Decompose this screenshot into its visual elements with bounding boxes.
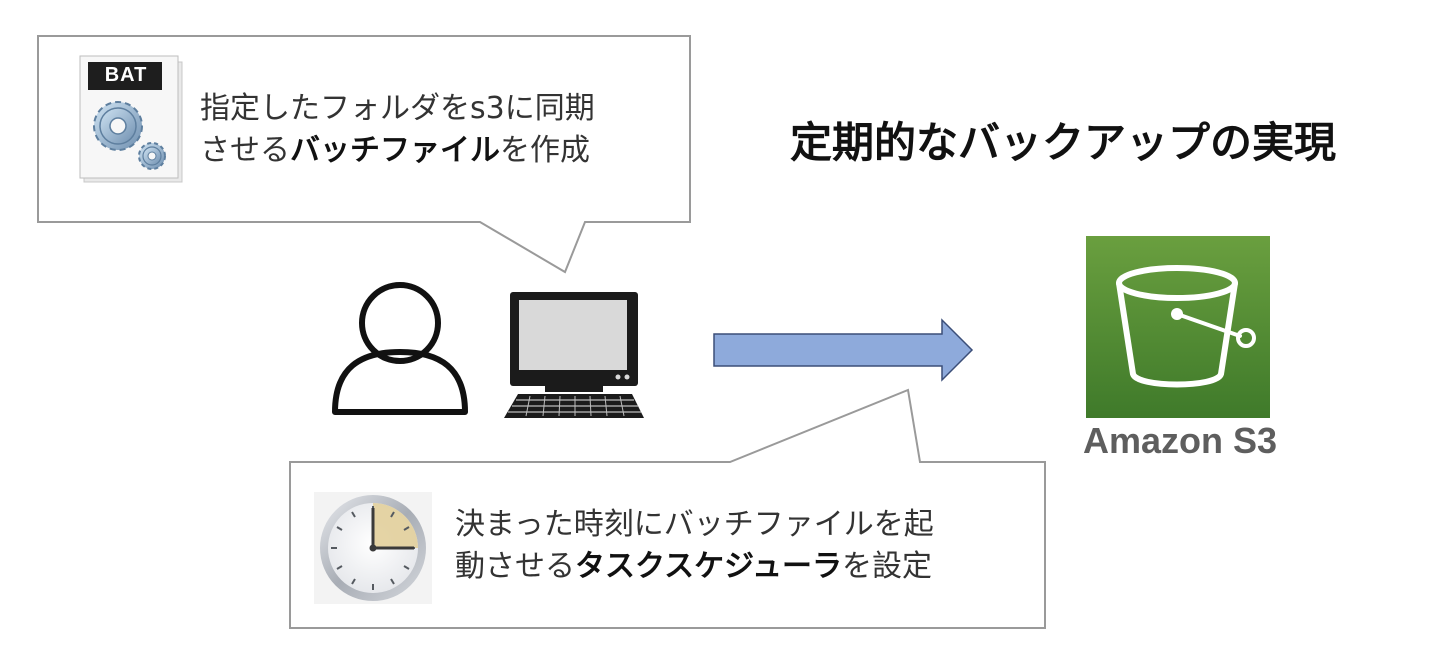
user-icon (332, 282, 468, 415)
top-callout-line1: 指定したフォルダをs3に同期 (200, 91, 595, 126)
s3-label: Amazon S3 (1082, 420, 1278, 461)
clock-icon (314, 492, 432, 604)
page-title: 定期的なバックアップの実現 (790, 118, 1337, 167)
bottom-callout-box (289, 388, 1046, 629)
task-scheduler-emphasis: タスクスケジューラ (575, 549, 842, 584)
bottom-callout-line2: 動させるタスクスケジューラを設定 (455, 546, 934, 588)
bat-file-label: BAT (104, 64, 148, 86)
top-callout-line2-suffix: を作成 (500, 133, 590, 168)
top-callout-line2: させるバッチファイルを作成 (200, 130, 595, 172)
s3-bucket-icon (1086, 236, 1270, 418)
top-callout-line2-prefix: させる (200, 133, 290, 168)
bottom-callout-line2-suffix: を設定 (842, 549, 932, 584)
desktop-computer-icon (504, 292, 644, 418)
batch-file-emphasis: バッチファイル (290, 133, 500, 168)
bottom-callout-line1: 決まった時刻にバッチファイルを起 (455, 507, 934, 542)
top-callout-box (37, 35, 691, 274)
right-arrow-icon (713, 318, 974, 382)
bottom-callout-line2-prefix: 動させる (455, 549, 575, 584)
bottom-callout-text: 決まった時刻にバッチファイルを起 動させるタスクスケジューラを設定 (455, 504, 934, 588)
batch-file-gear-icon (79, 55, 183, 183)
top-callout-text: 指定したフォルダをs3に同期 させるバッチファイルを作成 (200, 88, 595, 172)
